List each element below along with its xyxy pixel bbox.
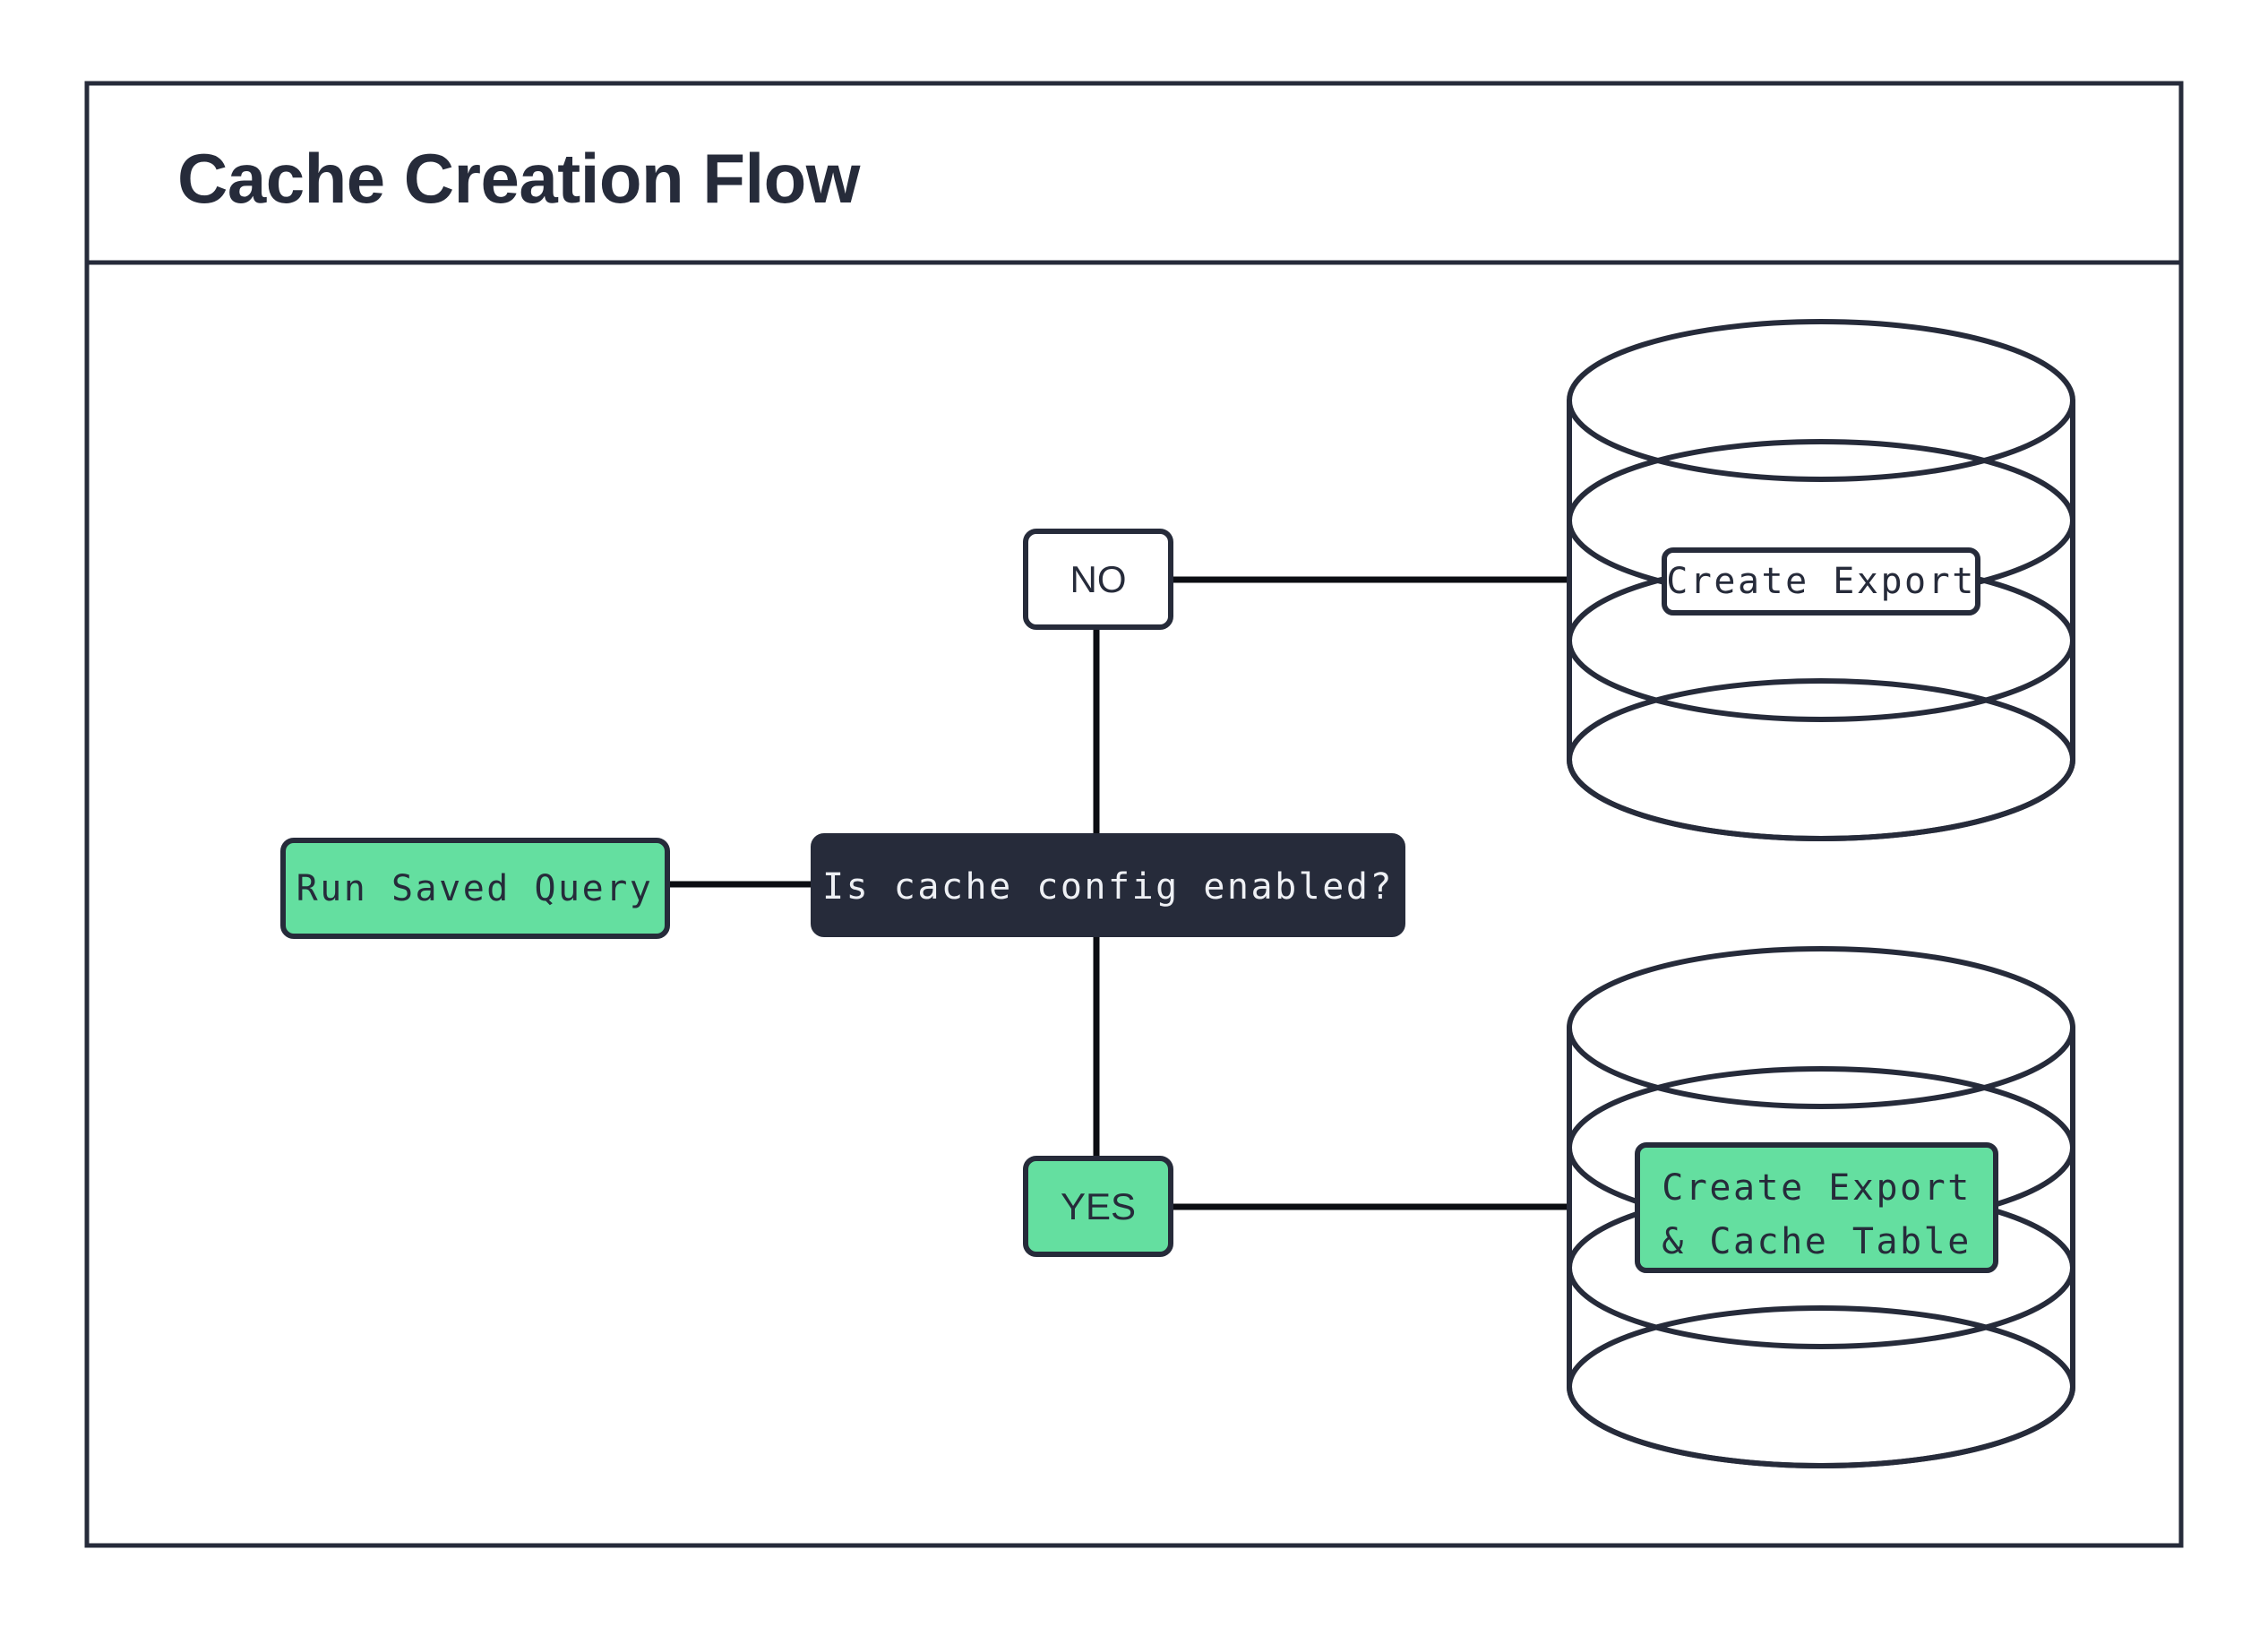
branch-yes-box[interactable] bbox=[1023, 1156, 1173, 1257]
db-cylinder-bottom: Create Export & Cache Table bbox=[1567, 946, 2075, 1468]
branch-no-box[interactable] bbox=[1023, 529, 1173, 630]
page-title: Cache Creation Flow bbox=[177, 139, 861, 218]
db-bottom-label-chip[interactable] bbox=[1635, 1142, 1998, 1273]
db-top-body-fill bbox=[1569, 400, 2073, 839]
node-run-saved-query[interactable]: Run Saved Query bbox=[280, 838, 670, 939]
branch-no-label: NO bbox=[1070, 558, 1127, 600]
db-top-label-chip[interactable] bbox=[1662, 547, 1980, 616]
node-decision-cache-config[interactable]: Is cache config enabled? bbox=[811, 833, 1405, 937]
run-saved-query-box[interactable] bbox=[280, 838, 670, 939]
branch-yes-label: YES bbox=[1061, 1185, 1136, 1227]
db-top-disk-1 bbox=[1567, 319, 2075, 482]
run-saved-query-label: Run Saved Query bbox=[296, 868, 654, 909]
db-bottom-disk-4 bbox=[1567, 1305, 2075, 1468]
diagram-frame-border bbox=[84, 81, 2184, 1548]
db-top-label-text: Create Export bbox=[1666, 561, 1976, 602]
db-bottom-disk-1 bbox=[1567, 946, 2075, 1109]
db-bottom-label-line-2: & Cache Table bbox=[1662, 1221, 1972, 1262]
node-branch-no[interactable]: NO bbox=[1023, 529, 1173, 630]
node-branch-yes[interactable]: YES bbox=[1023, 1156, 1173, 1257]
db-top-disk-4 bbox=[1567, 678, 2075, 841]
decision-label: Is cache config enabled? bbox=[822, 866, 1394, 908]
decision-box[interactable] bbox=[811, 833, 1405, 937]
db-cylinder-top: Create Export bbox=[1567, 319, 2075, 841]
db-bottom-label-line-1: Create Export bbox=[1662, 1167, 1972, 1209]
